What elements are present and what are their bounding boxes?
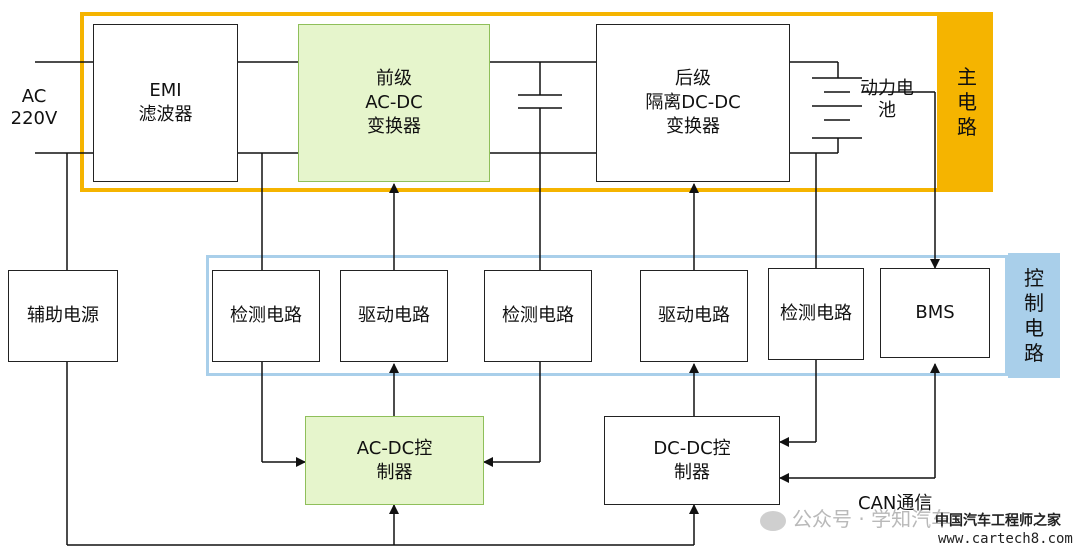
control-circuit-label: 控制电路 xyxy=(1008,253,1060,378)
dcdc-controller-block: DC-DC控 制器 xyxy=(604,416,780,505)
pre-acdc-converter-block: 前级 AC-DC 变换器 xyxy=(298,24,490,182)
aux-power-block: 辅助电源 xyxy=(8,270,118,362)
detect-circuit-3: 检测电路 xyxy=(768,268,864,360)
wechat-icon xyxy=(760,510,786,531)
battery-label: 动力电 池 xyxy=(860,78,914,121)
can-communication-label: CAN通信 xyxy=(858,493,933,514)
main-circuit-frame xyxy=(80,12,941,192)
control-circuit-label-bg xyxy=(1008,253,1060,378)
site-watermark-url: www.cartech8.com xyxy=(938,531,1073,547)
bms-block: BMS xyxy=(880,268,990,358)
detect-circuit-2: 检测电路 xyxy=(484,270,592,362)
main-circuit-label: 主电路 xyxy=(941,12,993,192)
main-circuit-label-bg xyxy=(941,12,993,192)
acdc-controller-block: AC-DC控 制器 xyxy=(305,416,484,505)
control-circuit-label-text: 控制电路 xyxy=(1024,265,1044,365)
ac-input-label: AC 220V xyxy=(10,86,58,129)
drive-circuit-1: 驱动电路 xyxy=(340,270,448,362)
wechat-watermark: 公众号 · 学知汽车 xyxy=(760,503,951,532)
emi-filter-block: EMI 滤波器 xyxy=(93,24,238,182)
post-dcdc-converter-block: 后级 隔离DC-DC 变换器 xyxy=(596,24,790,182)
main-circuit-label-text: 主电路 xyxy=(957,64,977,139)
drive-circuit-2: 驱动电路 xyxy=(640,270,748,362)
site-watermark-cn: 中国汽车工程师之家 xyxy=(935,513,1061,529)
detect-circuit-1: 检测电路 xyxy=(212,270,320,362)
control-circuit-frame xyxy=(206,255,1008,376)
wechat-watermark-text: 公众号 · 学知汽车 xyxy=(792,507,952,531)
